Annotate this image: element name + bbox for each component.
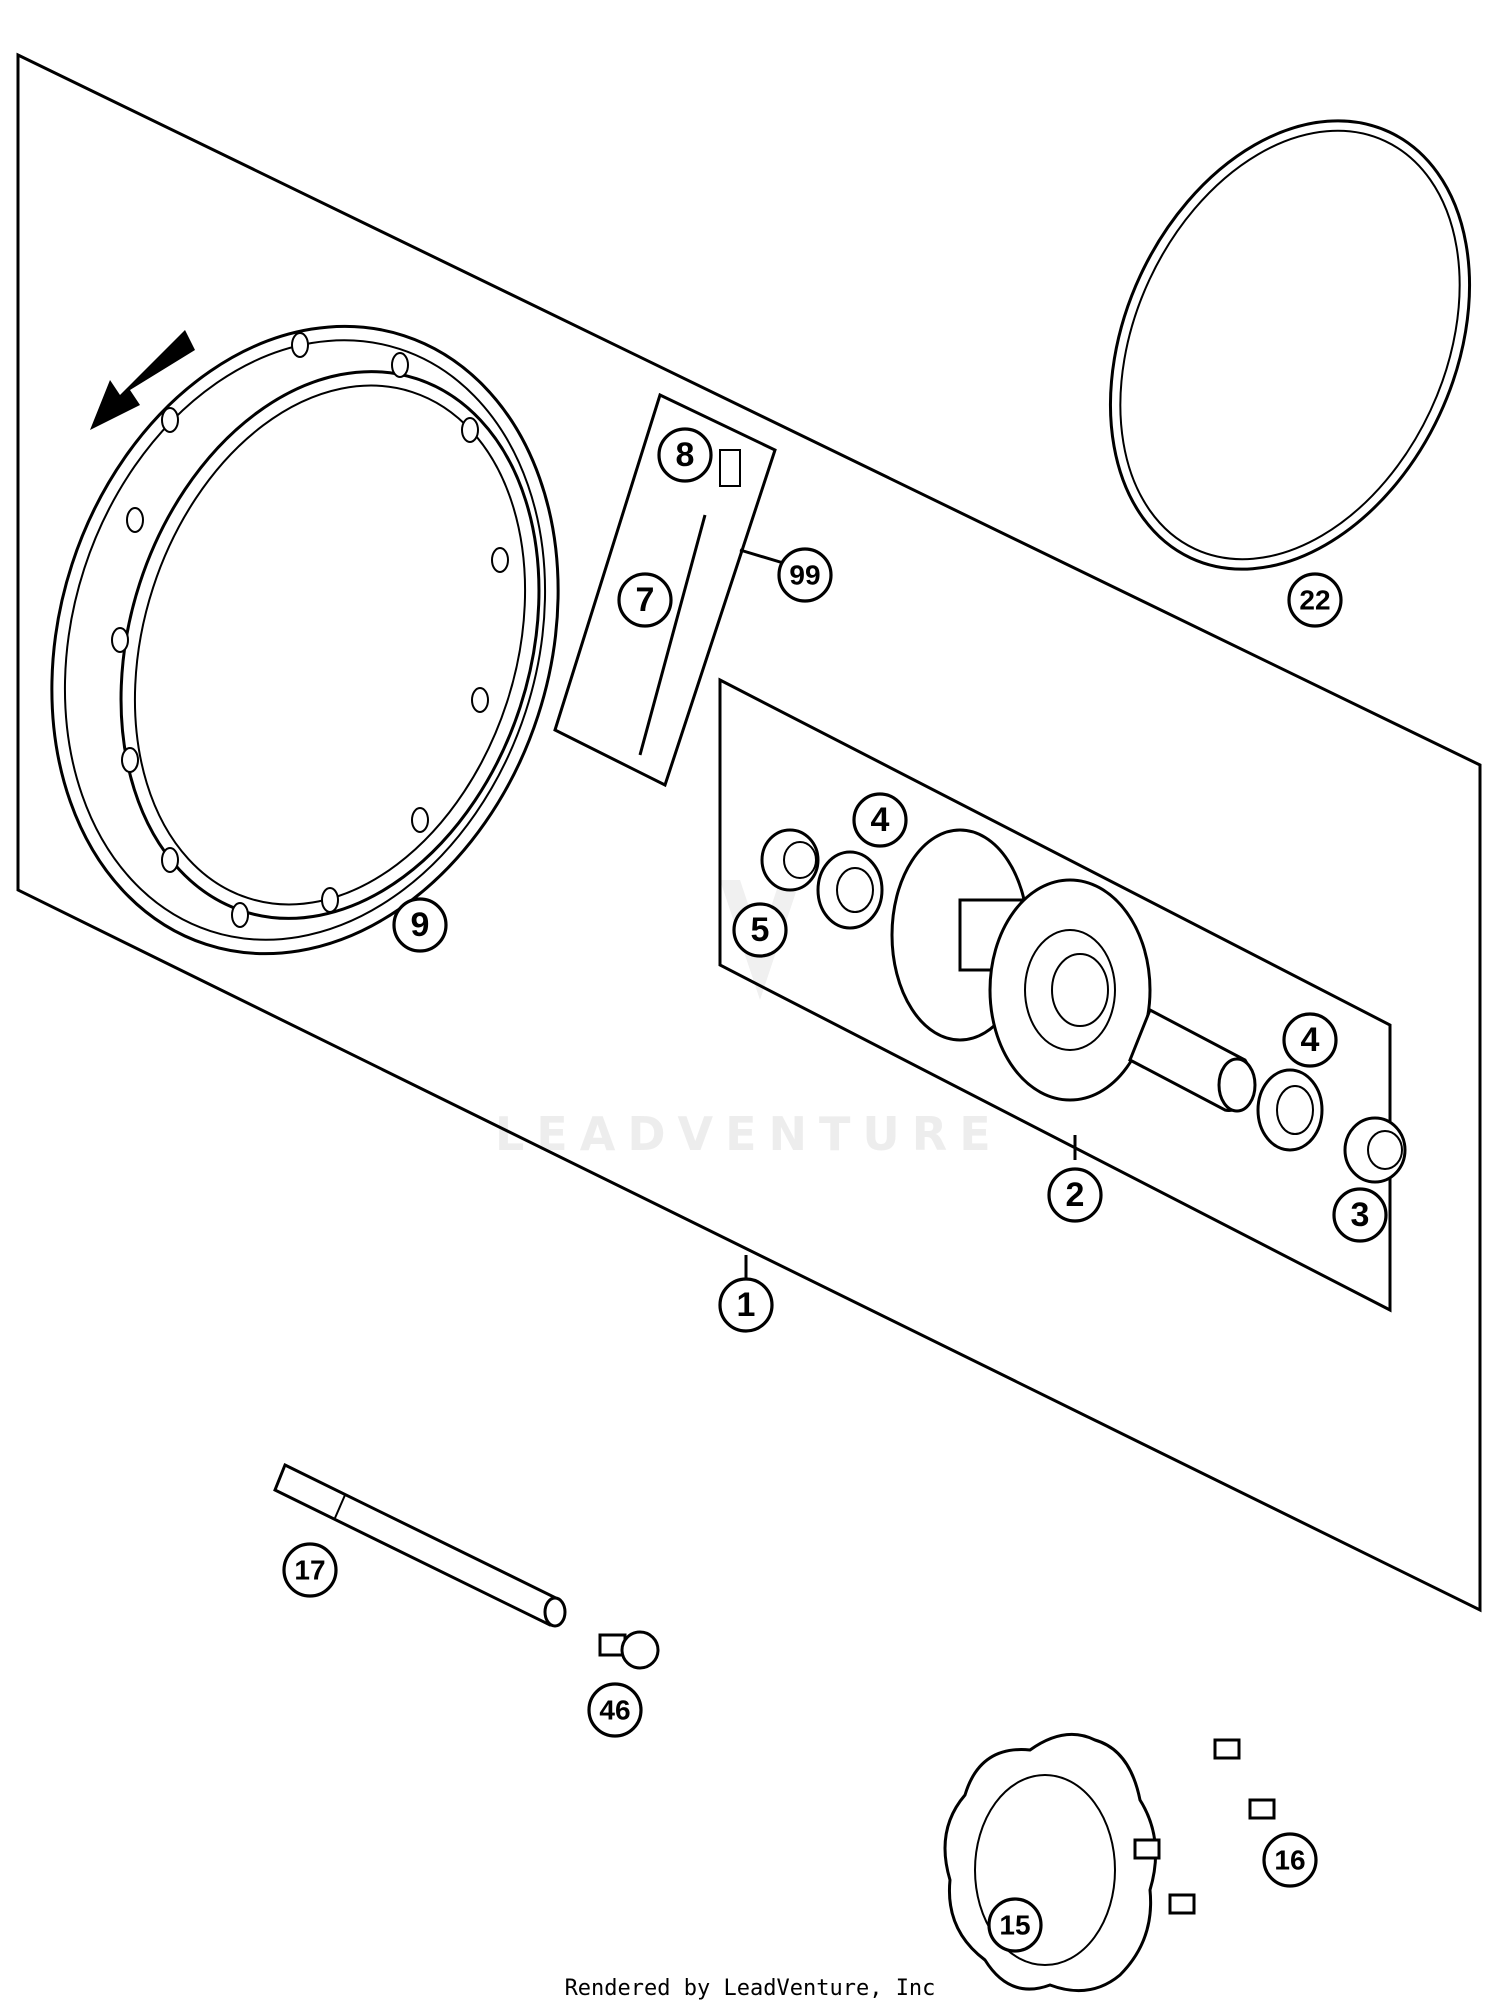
svg-text:2: 2 <box>1066 1176 1085 1214</box>
callout-3: 3 <box>1332 1187 1388 1243</box>
svg-text:8: 8 <box>676 436 695 474</box>
svg-text:7: 7 <box>636 581 655 619</box>
callout-99: 99 <box>777 547 833 603</box>
callout-7: 7 <box>617 572 673 628</box>
axle <box>273 1462 567 1628</box>
svg-text:46: 46 <box>599 1695 630 1726</box>
svg-text:1: 1 <box>737 1286 756 1324</box>
svg-text:99: 99 <box>789 560 820 591</box>
callout-4-left: 4 <box>852 792 908 848</box>
callout-8: 8 <box>657 427 713 483</box>
svg-text:4: 4 <box>1301 1021 1320 1059</box>
callout-22: 22 <box>1287 572 1343 628</box>
svg-text:3: 3 <box>1351 1196 1370 1234</box>
svg-text:16: 16 <box>1274 1845 1305 1876</box>
footer-credit: Rendered by LeadVenture, Inc <box>565 1976 936 2001</box>
distance-tube <box>1128 1007 1257 1113</box>
callout-9: 9 <box>392 897 448 953</box>
spacer-5 <box>760 828 820 892</box>
callout-1: 1 <box>718 1277 774 1333</box>
hub-box <box>718 677 1392 1313</box>
callout-16: 16 <box>1262 1832 1318 1888</box>
rim <box>50 324 560 956</box>
svg-text:22: 22 <box>1299 585 1330 616</box>
bearing-4-right <box>1256 1068 1324 1152</box>
svg-text:5: 5 <box>751 911 770 949</box>
bearing-4-left <box>816 850 884 930</box>
svg-text:17: 17 <box>294 1555 325 1586</box>
svg-text:9: 9 <box>411 906 430 944</box>
brake-disc <box>943 1732 1158 1993</box>
callout-5: 5 <box>732 902 788 958</box>
callout-4-right: 4 <box>1282 1012 1338 1068</box>
callout-2: 2 <box>1047 1167 1103 1223</box>
wheel-assembly-panel <box>16 52 1482 1613</box>
axle-bolt <box>598 1630 660 1670</box>
leadventure-watermark: LEADVENTURE <box>495 880 1003 1161</box>
rotation-arrow-icon <box>90 330 195 430</box>
disc-bolts <box>1133 1738 1276 1915</box>
callout-46: 46 <box>587 1682 643 1738</box>
svg-text:15: 15 <box>999 1910 1030 1941</box>
svg-text:4: 4 <box>871 801 890 839</box>
rim-band <box>1108 119 1472 571</box>
callout-17: 17 <box>282 1542 338 1598</box>
callout-15: 15 <box>987 1897 1043 1953</box>
wheel-hub <box>890 828 1152 1102</box>
spacer-3 <box>1343 1116 1407 1184</box>
watermark-text: LEADVENTURE <box>495 1107 1003 1161</box>
